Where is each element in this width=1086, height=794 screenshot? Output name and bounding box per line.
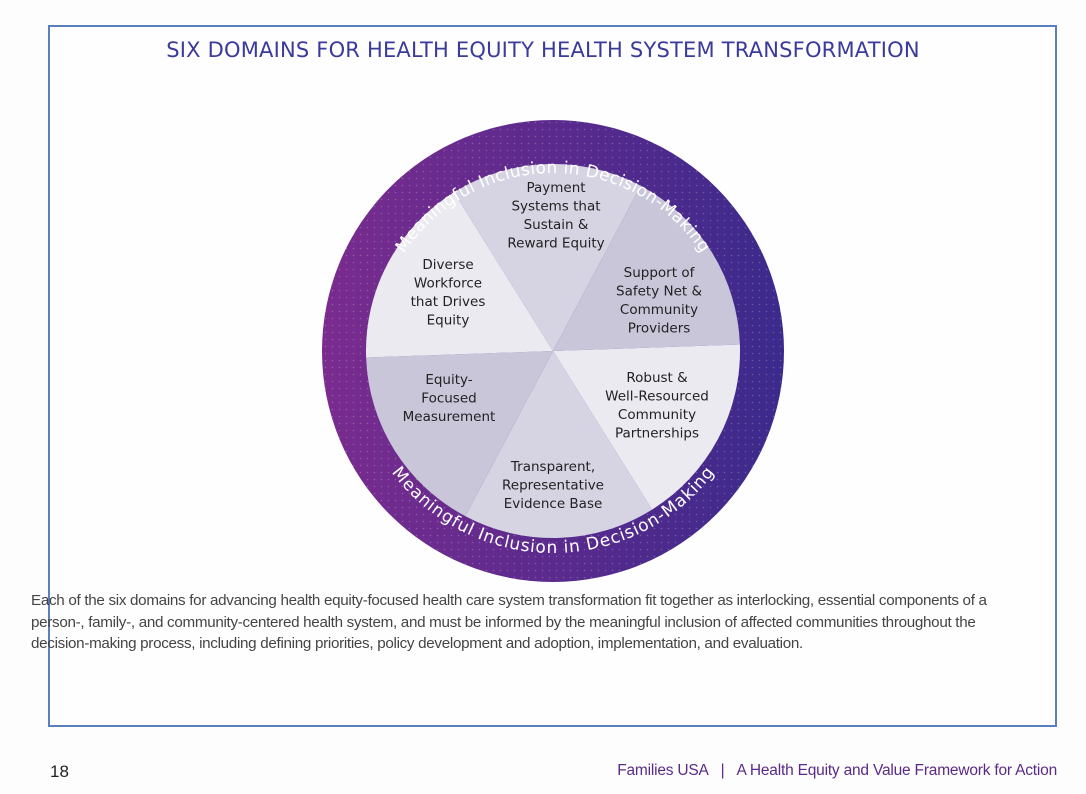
domain-wedge bbox=[553, 344, 740, 510]
page-number: 18 bbox=[50, 762, 69, 781]
domain-label-line: Representative bbox=[502, 478, 604, 494]
domain-label-line: Community bbox=[620, 302, 698, 318]
domain-label-line: Payment bbox=[526, 180, 585, 196]
running-footer: Families USA | A Health Equity and Value F… bbox=[617, 762, 1057, 780]
domain-wedge bbox=[366, 351, 553, 517]
domain-label-line: Equity- bbox=[425, 372, 472, 388]
footer-separator: | bbox=[720, 762, 725, 779]
domain-label-line: Measurement bbox=[403, 409, 496, 425]
figure-title: SIX DOMAINS FOR HEALTH EQUITY HEALTH SYS… bbox=[166, 38, 920, 62]
domain-label-line: Transparent, bbox=[510, 459, 595, 475]
domain-label-line: that Drives bbox=[411, 294, 486, 310]
domain-label-line: Systems that bbox=[511, 199, 600, 215]
domain-wedge bbox=[453, 164, 641, 351]
domain-label-line: Reward Equity bbox=[507, 236, 604, 252]
domain-label-line: Safety Net & bbox=[616, 284, 702, 300]
domain-label-line: Focused bbox=[421, 391, 476, 407]
domain-wedge bbox=[366, 192, 553, 358]
domain-label-line: Diverse bbox=[422, 257, 473, 273]
figure-caption: Each of the six domains for advancing he… bbox=[31, 592, 987, 652]
domain-wedge bbox=[465, 351, 653, 538]
domain-label-line: Workforce bbox=[414, 276, 482, 292]
domain-label-line: Well-Resourced bbox=[605, 389, 709, 405]
domain-label-line: Sustain & bbox=[524, 217, 589, 233]
domain-label-line: Evidence Base bbox=[504, 496, 603, 512]
domain-label-line: Partnerships bbox=[615, 426, 699, 442]
domain-label-line: Support of bbox=[624, 265, 696, 281]
domain-label-line: Community bbox=[618, 407, 696, 423]
footer-organization: Families USA bbox=[617, 762, 709, 779]
domain-label-line: Equity bbox=[427, 313, 470, 329]
domain-label-line: Robust & bbox=[626, 370, 688, 386]
domain-wedge bbox=[553, 185, 740, 351]
footer-publication: A Health Equity and Value Framework for … bbox=[736, 762, 1058, 779]
domain-label-line: Providers bbox=[628, 321, 691, 337]
